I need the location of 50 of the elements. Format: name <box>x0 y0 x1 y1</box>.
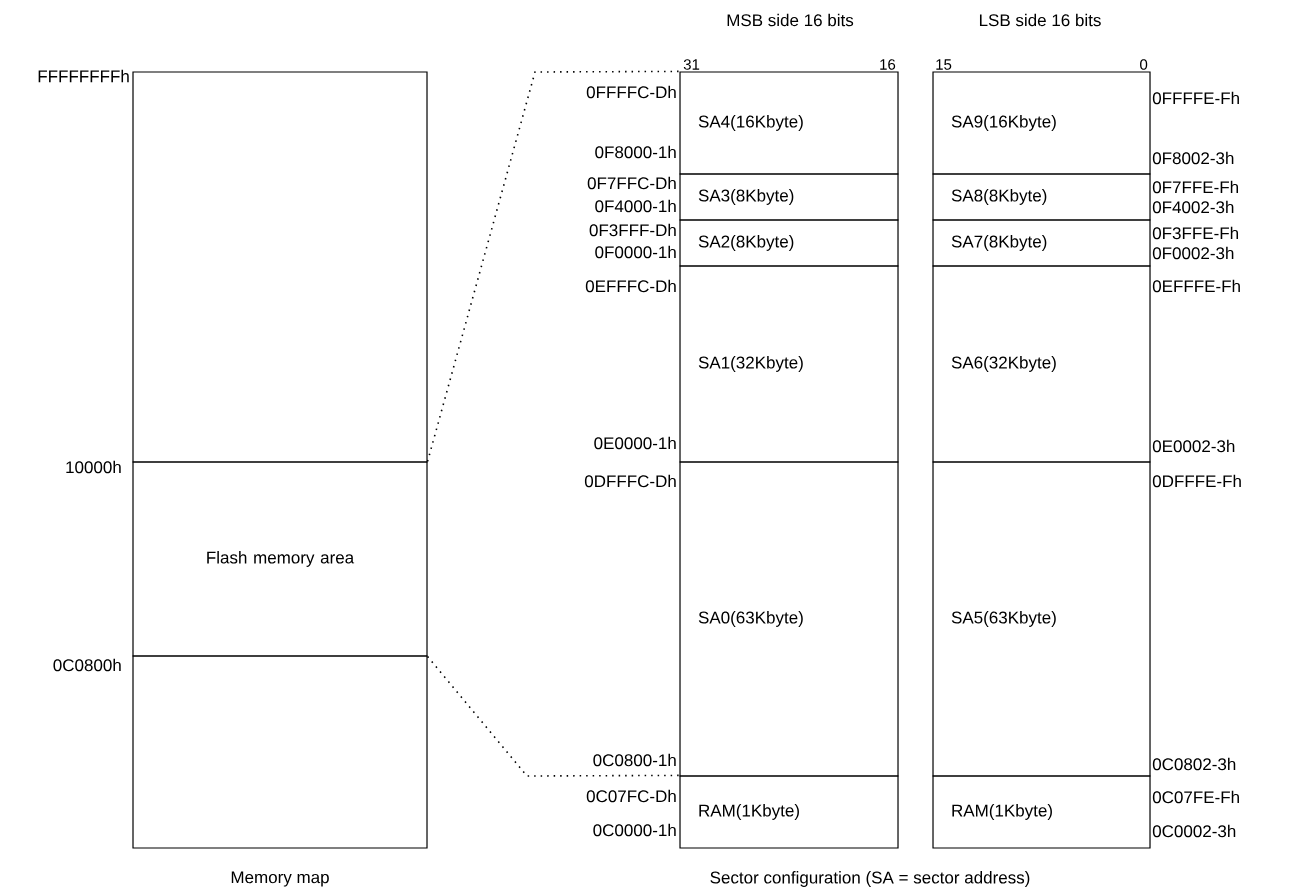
address-label: 0F8002-3h <box>1152 151 1234 165</box>
memory-region: SA3(8Kbyte) <box>679 173 899 221</box>
address-label: 0EFFFC-Dh <box>585 279 676 293</box>
bit-number: 15 <box>936 59 952 70</box>
address-label: 0DFFFC-Dh <box>584 474 676 488</box>
memory-region: SA8(8Kbyte) <box>932 173 1151 221</box>
address-label: 0F8000-1h <box>595 145 676 159</box>
address-label: 0FFFFC-Dh <box>586 85 676 99</box>
address-label: 0F0002-3h <box>1152 246 1234 260</box>
address-label: 0C0002-3h <box>1152 824 1236 838</box>
address-label: 0F3FFE-Fh <box>1152 226 1238 240</box>
address-label: 0EFFFE-Fh <box>1152 279 1240 293</box>
memory-region: RAM(1Kbyte) <box>679 775 899 849</box>
address-label: 0F0000-1h <box>595 245 676 259</box>
memory-region: SA1(32Kbyte) <box>679 265 899 463</box>
address-label: 0C0000-1h <box>593 823 676 837</box>
address-label: 0C0800-1h <box>593 753 676 767</box>
address-label: 0F3FFF-Dh <box>589 223 676 237</box>
memory-region <box>132 655 428 849</box>
column-heading: LSB side 16 bits <box>980 13 1101 27</box>
address-label: 0E0002-3h <box>1152 439 1235 453</box>
address-label: 0C07FE-Fh <box>1152 790 1239 804</box>
address-label: 0F7FFE-Fh <box>1152 180 1238 194</box>
expansion-line <box>426 70 681 463</box>
column-heading: MSB side 16 bits <box>727 13 854 27</box>
caption: Sector configuration (SA = sector address) <box>710 871 1030 887</box>
address-label: 0C0802-3h <box>1152 757 1236 771</box>
memory-region: Flash memory area <box>132 461 428 657</box>
bit-number: 16 <box>880 59 896 70</box>
memory-region: SA5(63Kbyte) <box>932 461 1151 777</box>
memory-region: SA0(63Kbyte) <box>679 461 899 777</box>
caption: Memory map <box>231 871 329 887</box>
expansion-line <box>426 655 681 777</box>
memory-region: SA6(32Kbyte) <box>932 265 1151 463</box>
address-label: 0C07FC-Dh <box>586 789 676 803</box>
address-label: 0F4002-3h <box>1152 200 1234 214</box>
address-label: 0F7FFC-Dh <box>587 176 676 190</box>
memory-region: SA9(16Kbyte) <box>932 71 1151 175</box>
address-label: 0F4000-1h <box>595 199 676 213</box>
memory-region <box>132 71 428 463</box>
address-label: 10000h <box>66 460 121 474</box>
memory-region: SA4(16Kbyte) <box>679 71 899 175</box>
address-label: 0E0000-1h <box>594 436 676 450</box>
address-label: FFFFFFFFh <box>38 69 129 83</box>
memory-region: SA7(8Kbyte) <box>932 219 1151 267</box>
bit-number: 31 <box>683 59 700 70</box>
address-label: 0C0800h <box>53 658 121 672</box>
address-label: 0DFFFE-Fh <box>1152 474 1241 488</box>
memory-region: RAM(1Kbyte) <box>932 775 1151 849</box>
memory-region: SA2(8Kbyte) <box>679 219 899 267</box>
